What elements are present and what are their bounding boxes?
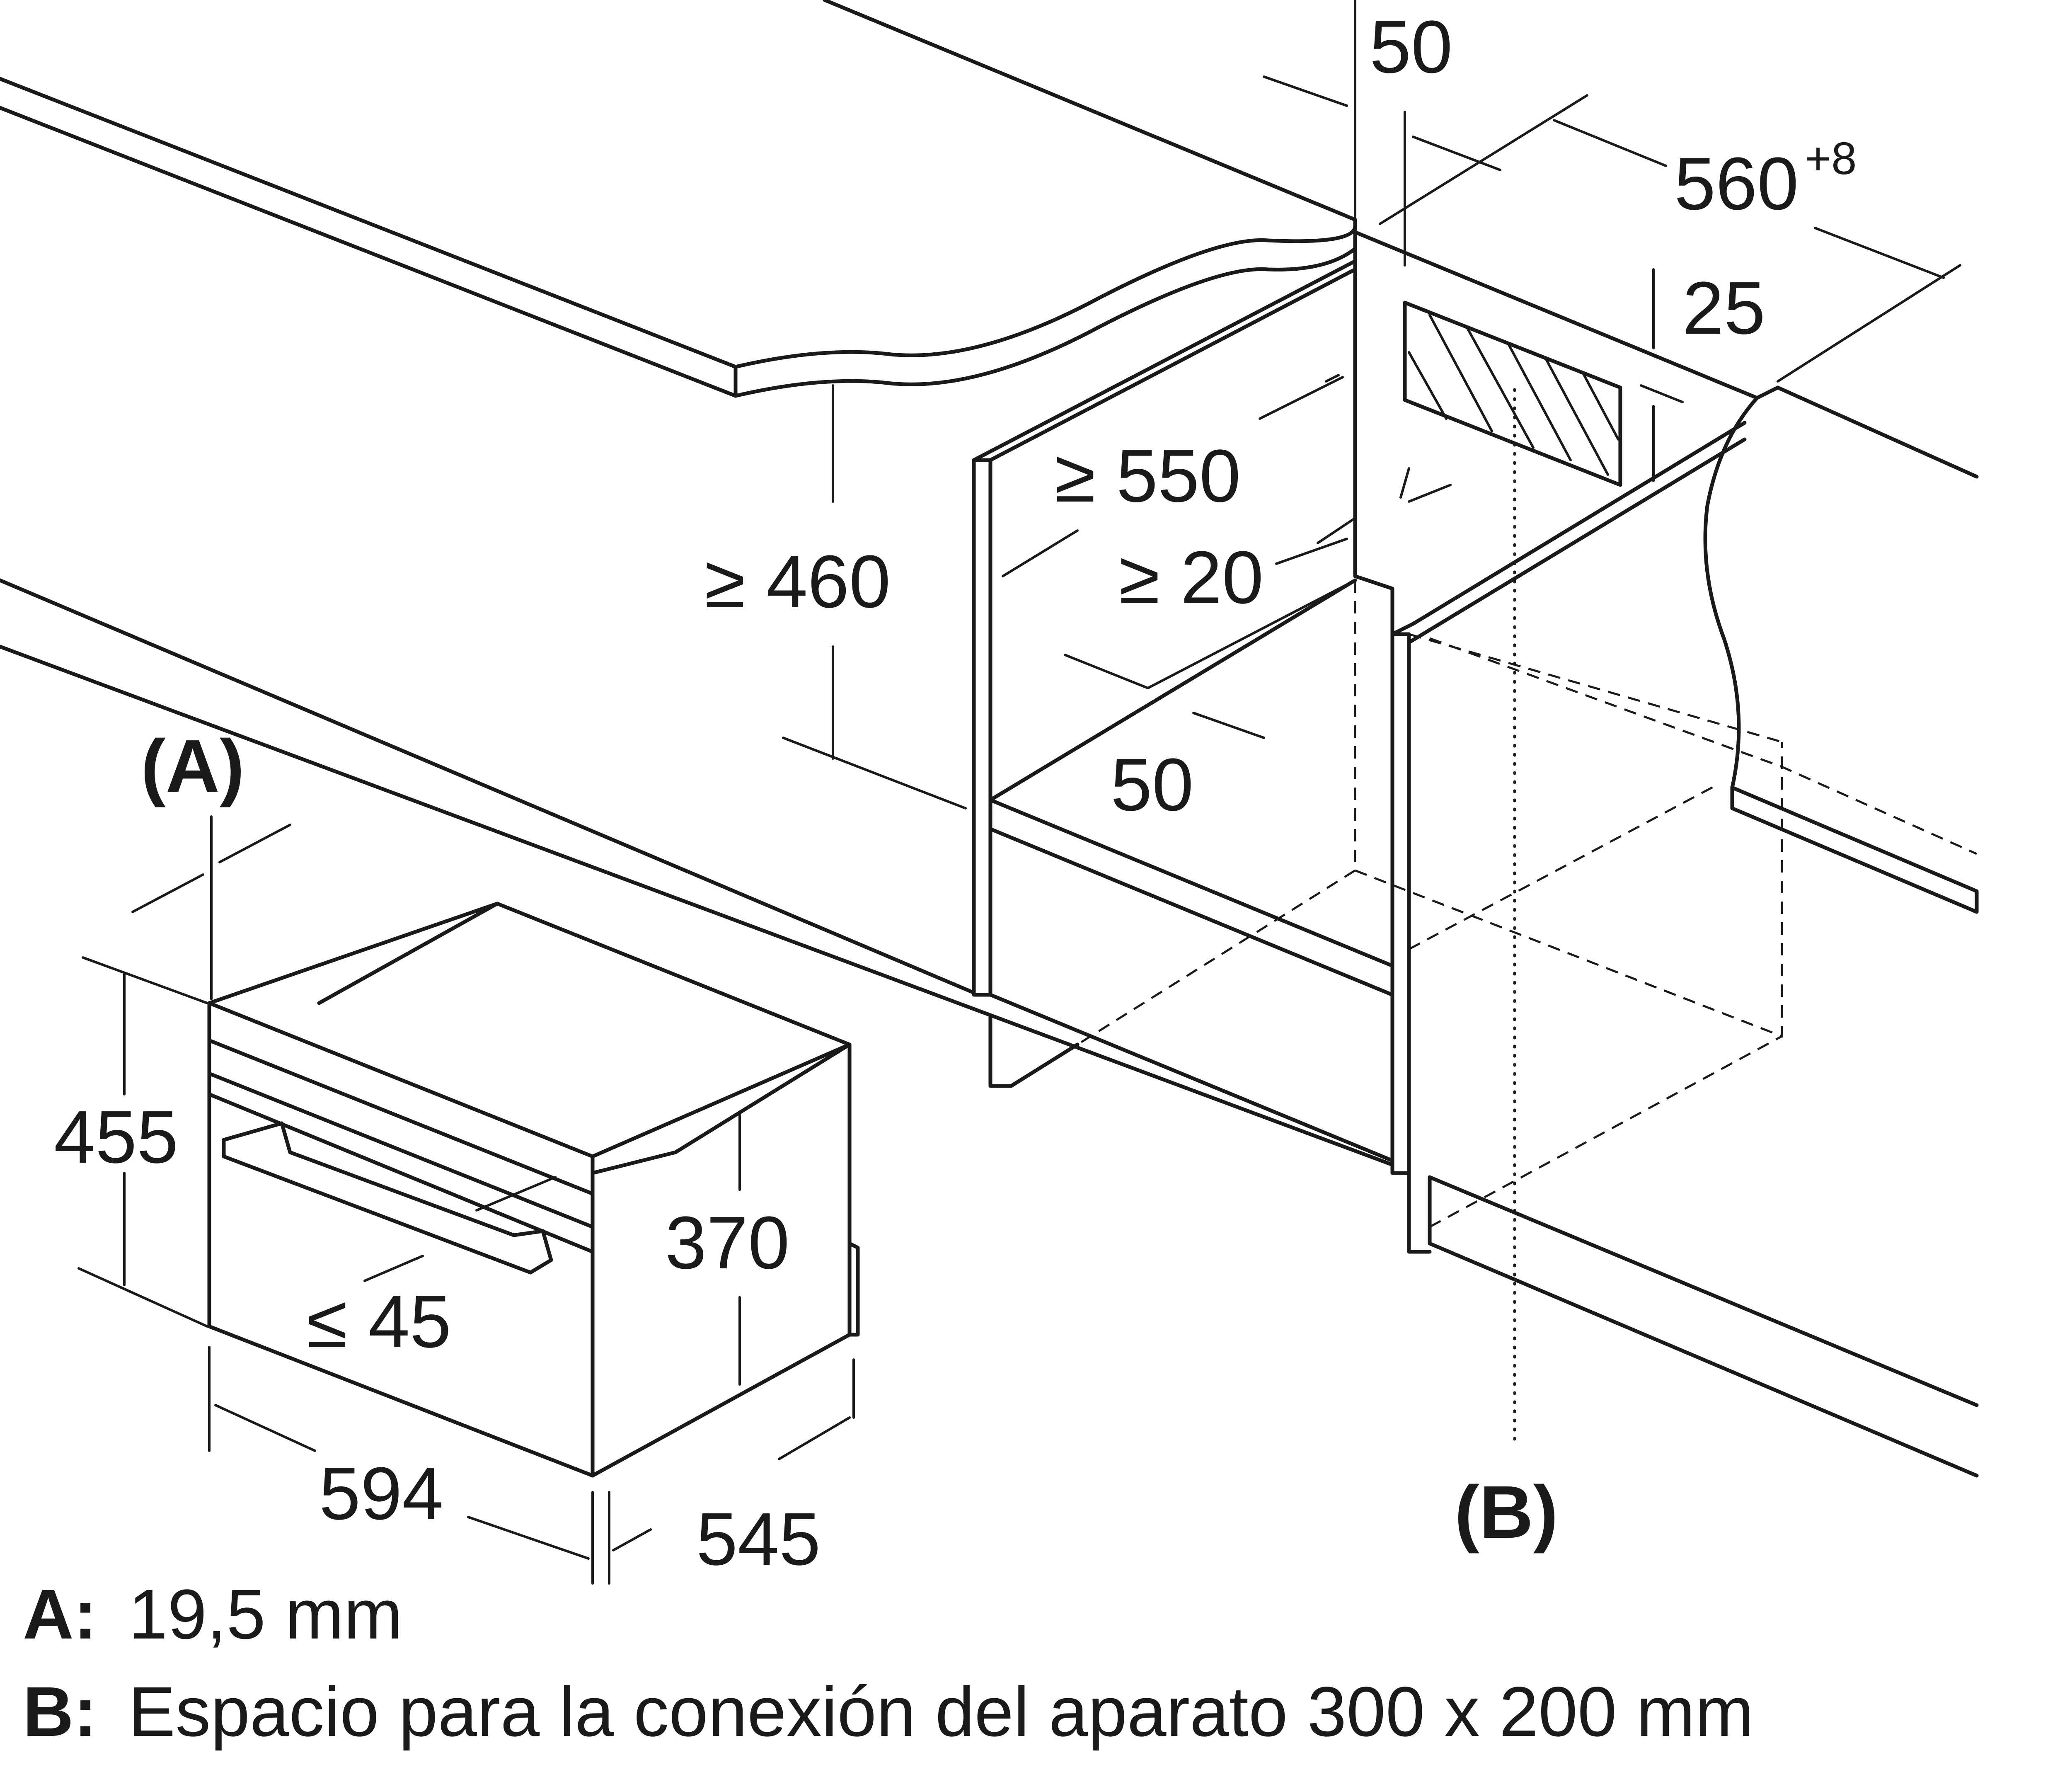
legend-text-b: Espacio para la conexión del aparato 300… bbox=[128, 1672, 1754, 1751]
dim-vent-depth: 25 bbox=[1682, 267, 1765, 350]
dim-niche-width-tolerance: +8 bbox=[1805, 133, 1857, 184]
callout-b: (B) bbox=[1455, 1471, 1558, 1554]
dim-appliance-width: 594 bbox=[319, 1452, 443, 1535]
niche-right-panel bbox=[1390, 632, 1411, 1175]
legend-item-a: A: 19,5 mm bbox=[23, 1579, 1754, 1677]
appliance-hidden-outline bbox=[1077, 580, 1978, 1228]
dim-niche-width: 560 bbox=[1674, 142, 1798, 225]
legend-key-b: B: bbox=[23, 1672, 97, 1751]
legend-key-a: A: bbox=[23, 1575, 97, 1654]
niche-left-panel bbox=[972, 458, 992, 997]
countertop-cut-edge bbox=[733, 224, 1357, 369]
dimension-lines bbox=[77, 0, 1961, 1585]
cabinet-cut-edge bbox=[1703, 396, 1759, 790]
countertop-left bbox=[0, 77, 738, 398]
cabinet-structure bbox=[0, 0, 1979, 1478]
dim-rear-gap-top: 50 bbox=[1370, 5, 1452, 89]
oven-appliance bbox=[207, 902, 860, 1478]
oven-handle bbox=[222, 1121, 553, 1275]
vent-slot bbox=[1403, 301, 1622, 487]
legend: A: 19,5 mm B: Espacio para la conexión d… bbox=[23, 1579, 1754, 1774]
dim-niche-height: ≥ 460 bbox=[704, 540, 891, 623]
dim-side-gap: ≥ 20 bbox=[1119, 536, 1264, 619]
dim-front-panel-height: 370 bbox=[665, 1201, 789, 1285]
legend-item-b: B: Espacio para la conexión del aparato … bbox=[23, 1677, 1754, 1774]
dim-handle-projection: ≤ 45 bbox=[307, 1280, 451, 1363]
callout-a: (A) bbox=[141, 725, 244, 808]
dim-front-gap: 50 bbox=[1111, 743, 1193, 827]
dim-appliance-height: 455 bbox=[54, 1096, 178, 1179]
dim-niche-depth: ≥ 550 bbox=[1055, 434, 1241, 518]
legend-text-a: 19,5 mm bbox=[128, 1575, 403, 1654]
dim-appliance-depth: 545 bbox=[696, 1498, 821, 1581]
